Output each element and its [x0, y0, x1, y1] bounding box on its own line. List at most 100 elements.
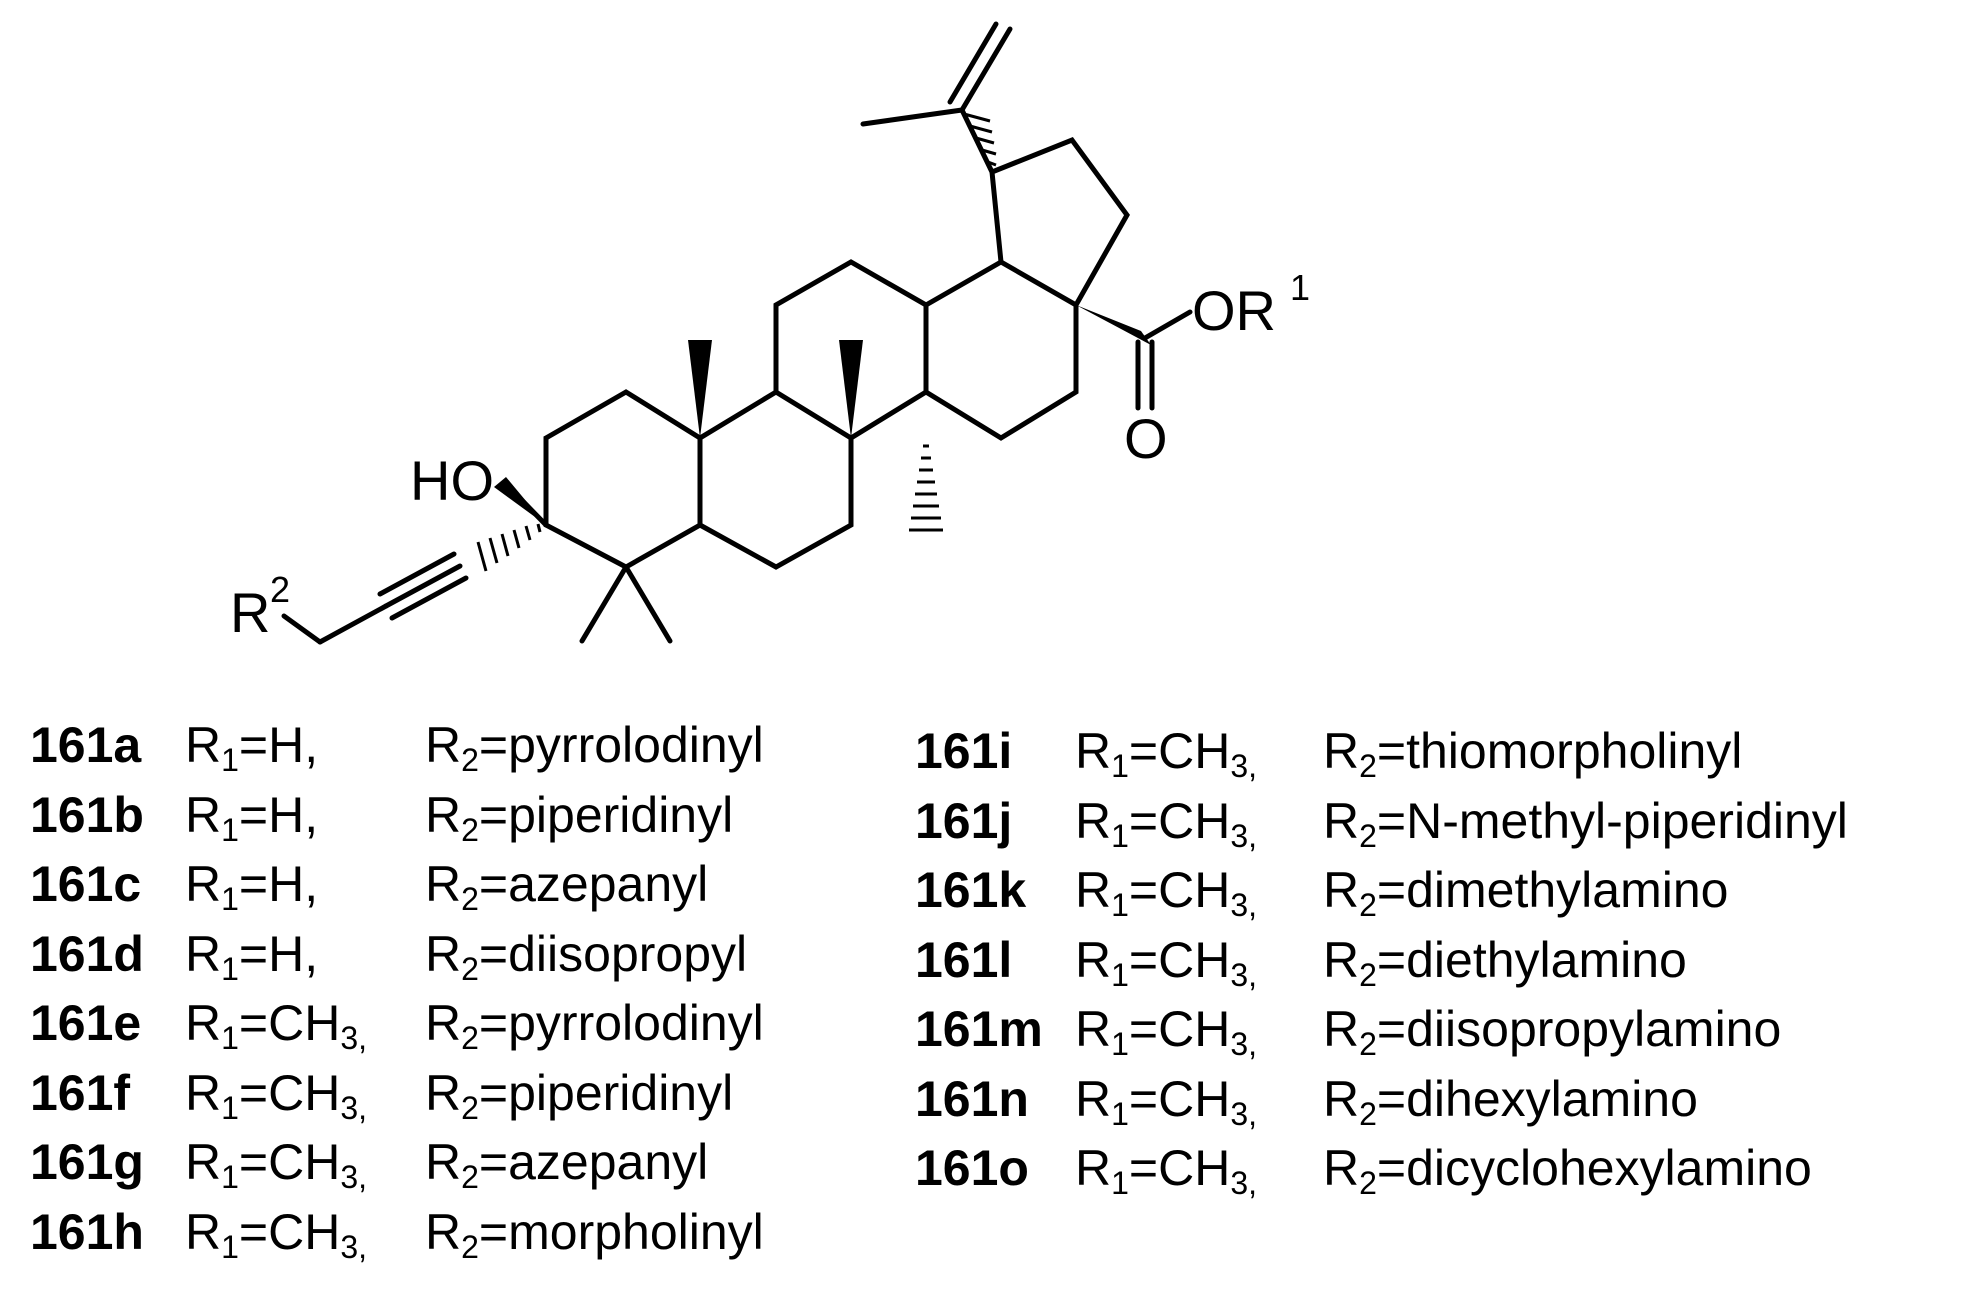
compound-code: 161n [915, 1070, 1029, 1127]
r2-sym: R [425, 856, 462, 912]
r2-substituent: R2=azepanyl [425, 1128, 708, 1198]
r2-substituent: R2=dihexylamino [1323, 1065, 1698, 1135]
wedge-methyl-c10 [688, 340, 712, 438]
triple-bond-2 [389, 575, 469, 621]
r2-substituent: R2=piperidinyl [425, 1059, 733, 1129]
r2-val: =dimethylamino [1376, 862, 1729, 918]
wedge-hydroxyl [494, 477, 546, 525]
ring-d [923, 259, 1079, 441]
compound-row: 161g R1=CH3, R2=azepanyl [30, 1128, 860, 1198]
r1-sub2: 3, [1230, 956, 1258, 993]
r1-val: =CH [238, 1203, 341, 1260]
carbonyl-oxygen-label: O [1124, 407, 1168, 470]
r1-val: =CH [238, 995, 341, 1051]
r1-sub2: 3, [340, 1089, 368, 1126]
r1-sub: 1 [1111, 956, 1129, 993]
ester-bond [1142, 309, 1193, 341]
r1-sub2: 3, [340, 1159, 368, 1195]
r2-substituent: R2=azepanyl [425, 850, 708, 920]
r2-sym: R [1323, 1140, 1360, 1196]
compound-code: 161e [30, 995, 142, 1051]
compound-row: 161d R1=H, R2=diisopropyl [30, 920, 860, 990]
r2-sub: 2 [461, 881, 479, 917]
r1-sym: R [1075, 1070, 1112, 1127]
r2-sym: R [425, 786, 462, 843]
wedge-methyl-c8 [839, 340, 863, 438]
ring-c [773, 259, 929, 441]
r2-sub: 2 [1359, 887, 1377, 923]
molecule-structure: HO OR 1 O R 2 [230, 21, 1310, 645]
compound-row: 161m R1=CH3, R2=diisopropylamino [915, 995, 1955, 1065]
r1-sym: R [1075, 792, 1112, 849]
compound-list-right: 161i R1=CH3, R2=thiomorpholinyl 161j R1=… [915, 717, 1955, 1204]
r1-substituent: R1=CH3, [1075, 1065, 1257, 1135]
r1-sym: R [1075, 723, 1112, 779]
r1-sub2: 3, [1230, 887, 1258, 923]
r2-sub: 2 [461, 811, 479, 848]
r1-val: =H, [238, 786, 319, 843]
r2-substituent: R2=diethylamino [1323, 926, 1687, 996]
triple-bond-1 [383, 563, 463, 609]
r1-sub: 1 [221, 1089, 239, 1126]
r2-sym: R [1323, 1070, 1360, 1127]
r1-substituent: R1=CH3, [1075, 926, 1257, 996]
r1-substituent: R1=CH3, [1075, 717, 1257, 787]
ring-e [989, 136, 1130, 308]
gem-methyl-1 [579, 564, 629, 644]
r2-val: =diisopropylamino [1376, 1001, 1782, 1057]
r1-sub2: 3, [1230, 1026, 1258, 1062]
r1-sub2: 3, [1230, 1165, 1258, 1201]
r2-val: =piperidinyl [478, 786, 734, 843]
r1-sym: R [185, 995, 222, 1051]
r1-sub: 1 [1111, 1026, 1129, 1062]
r1-sym: R [185, 1134, 222, 1190]
r2-substituent: R2=pyrrolodinyl [425, 711, 764, 781]
isopropenyl-double-1 [959, 26, 1013, 113]
isopropenyl-methyl [860, 107, 965, 127]
compound-row: 161n R1=CH3, R2=dihexylamino [915, 1065, 1955, 1135]
r2-sym: R [425, 1203, 462, 1260]
r1-sub: 1 [1111, 817, 1129, 854]
atom-labels: HO OR 1 O R 2 [230, 267, 1310, 644]
r1-val: =CH [1128, 792, 1231, 849]
r2-sub: 2 [1359, 1095, 1377, 1132]
r1-val: =CH [1128, 1001, 1231, 1057]
compound-row: 161b R1=H, R2=piperidinyl [30, 781, 860, 851]
compound-list-left: 161a R1=H, R2=pyrrolodinyl 161b R1=H, R2… [30, 711, 860, 1267]
compound-code: 161l [915, 931, 1013, 988]
r1-sub: 1 [1111, 1165, 1129, 1201]
r1-sym: R [185, 856, 222, 912]
r2-val: =N-methyl-piperidinyl [1376, 792, 1848, 849]
r2-val: =azepanyl [478, 1134, 709, 1190]
wedge-ester [1076, 305, 1151, 345]
compound-row: 161l R1=CH3, R2=diethylamino [915, 926, 1955, 996]
r2-sub: 2 [461, 1089, 479, 1126]
r1-substituent: R1=CH3, [185, 989, 367, 1059]
compound-row: 161f R1=CH3, R2=piperidinyl [30, 1059, 860, 1129]
compound-row: 161h R1=CH3, R2=morpholinyl [30, 1198, 860, 1268]
r1-substituent: R1=CH3, [1075, 995, 1257, 1065]
r2-sub: 2 [461, 1159, 479, 1195]
r1-sub2: 3, [340, 1228, 368, 1265]
r1-sub: 1 [221, 950, 239, 987]
r2-val: =thiomorpholinyl [1376, 723, 1743, 779]
r2-val: =dihexylamino [1376, 1070, 1698, 1127]
compound-row: 161c R1=H, R2=azepanyl [30, 850, 860, 920]
compound-code: 161o [915, 1140, 1029, 1196]
r2-sub: 2 [1359, 956, 1377, 993]
r2-sub: 2 [461, 1020, 479, 1056]
r1-val: =CH [1128, 931, 1231, 988]
ester-oxygen-superscript: 1 [1290, 267, 1310, 308]
propargyl-ch2 [317, 603, 389, 645]
r2-val: =morpholinyl [478, 1203, 764, 1260]
r1-sym: R [185, 1203, 222, 1260]
r2-sym: R [1323, 1001, 1360, 1057]
r1-sub: 1 [1111, 748, 1129, 784]
stereo-wedges [494, 305, 1151, 525]
hydroxyl-label: HO [410, 449, 494, 512]
compound-code: 161a [30, 717, 142, 773]
r2-sym: R [425, 1064, 462, 1121]
r2-sym: R [425, 1134, 462, 1190]
r1-val: =CH [238, 1134, 341, 1190]
r1-sym: R [185, 1064, 222, 1121]
